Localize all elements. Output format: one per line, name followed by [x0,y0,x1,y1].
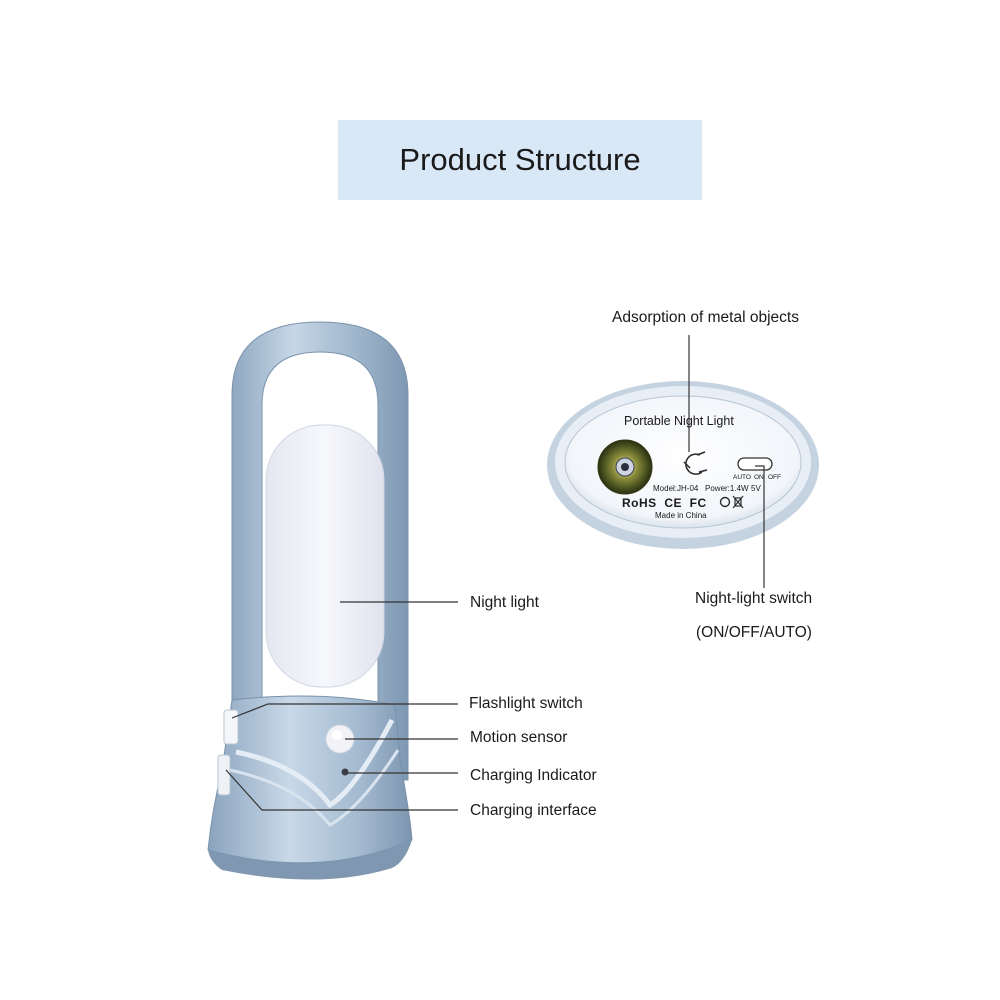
label-switch-modes: (ON/OFF/AUTO) [696,624,812,641]
label-charging-indicator: Charging Indicator [470,767,597,784]
page-title: Product Structure [399,142,641,177]
charging-indicator-led [341,768,349,776]
base-product-name: Portable Night Light [624,414,734,428]
crossed-bin-icon [732,495,744,509]
base-power: Power:1.4W [705,484,749,493]
base-model: Model:JH-04 [653,484,699,493]
charging-port [217,754,231,796]
base-made-in: Made in China [655,511,707,520]
bottom-label-area [564,395,802,529]
label-charging-interface: Charging interface [470,802,597,819]
recycle-icon [719,496,731,508]
label-motion-sensor: Motion sensor [470,729,568,746]
base-auto-label: AUTO [733,474,751,481]
motion-sensor-highlight [332,730,342,740]
decorative-band [235,718,395,809]
base-certifications: RoHS CE FC [622,496,707,510]
label-flashlight-switch: Flashlight switch [469,695,583,712]
label-adsorption: Adsorption of metal objects [612,309,799,326]
title-banner: Product Structure [338,120,702,200]
device-base [207,695,413,864]
flashlight-led-core [621,463,629,471]
leader-lines-right [688,335,765,588]
leader-nightlight-switch [755,465,765,588]
decorative-band-lower [229,749,400,827]
base-on-label: ON [754,474,764,481]
leader-flashlight-switch [231,703,458,719]
label-night-light: Night light [470,594,539,611]
leader-charging-interface [225,769,458,811]
base-off-label: OFF [768,474,781,481]
night-light-device [207,321,413,880]
nightlight-switch-slider [737,457,773,471]
leader-lines-left [225,601,458,811]
flashlight-switch-button [223,709,239,745]
device-bottom-view [547,381,819,549]
device-base-bottom [208,840,412,880]
base-voltage: 5V [751,484,761,493]
magnet-icon [683,451,708,475]
lamp-panel [265,424,385,688]
label-nightlight-switch: Night-light switch [695,590,813,607]
